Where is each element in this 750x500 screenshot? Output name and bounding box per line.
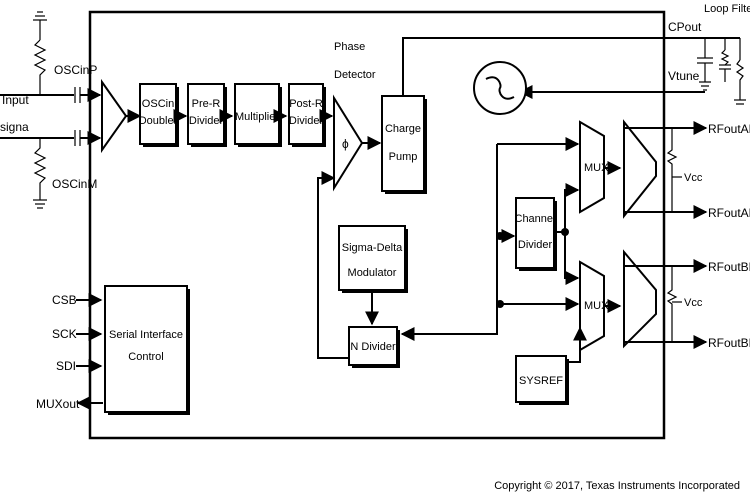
charge-pump-block — [381, 95, 425, 192]
channel-divider-label-1: Channel — [515, 213, 556, 225]
csb-pin-label: CSB — [52, 293, 77, 307]
mux-b-label: MUX — [584, 300, 609, 312]
sysref-block — [515, 355, 567, 403]
vcc-b-label: Vcc — [684, 297, 703, 309]
phase-detector-label-2: Detector — [334, 69, 376, 81]
post-r-divider-block — [288, 83, 324, 145]
post-r-divider-label-2: Divider — [289, 115, 324, 127]
serial-interface-control-block — [104, 285, 188, 413]
osc-input-buffer — [101, 78, 128, 154]
sck-pin-label: SCK — [52, 327, 77, 341]
sigma-delta-label-2: Modulator — [348, 267, 397, 279]
phase-detector — [333, 94, 364, 192]
multiplier-block — [234, 83, 280, 145]
vtune-label: Vtune — [668, 69, 700, 83]
oscin-doubler-block — [139, 83, 177, 145]
muxout-pin-label: MUXout — [36, 397, 80, 411]
mux-a — [579, 120, 605, 214]
cpout-label: CPout — [668, 20, 702, 34]
osc-input-network — [0, 11, 102, 209]
osc-in-m-label: OSCinM — [52, 177, 97, 191]
charge-pump-label-2: Pump — [389, 151, 418, 163]
input-signal-label-2: signa — [0, 120, 29, 134]
pre-r-divider-block — [187, 83, 225, 145]
rfoutbp-label: RFoutBP — [708, 336, 750, 350]
channel-divider-label-2: Divider — [518, 239, 553, 251]
vcc-a-label: Vcc — [684, 172, 703, 184]
sigma-delta-label-1: Sigma-Delta — [342, 242, 403, 254]
loop-filter-network — [697, 38, 746, 105]
sdi-pin-label: SDI — [56, 359, 76, 373]
output-buffer-a — [623, 119, 657, 219]
pre-r-divider-label-1: Pre-R — [192, 98, 221, 110]
charge-pump-label-1: Charge — [385, 123, 421, 135]
pre-r-divider-label-2: Divider — [189, 115, 224, 127]
n-divider-block — [348, 326, 398, 366]
phase-detector-label-1: Phase — [334, 41, 365, 53]
oscin-doubler-label-1: OSCin — [142, 98, 174, 110]
chip-boundary — [88, 10, 666, 440]
serial-interface-label-2: Control — [128, 351, 163, 363]
rfoutap-label: RFoutAP — [708, 122, 750, 136]
channel-divider-block — [515, 197, 555, 269]
phase-detector-symbol: ϕ — [342, 137, 349, 151]
mux-a-label: MUX — [584, 162, 609, 174]
n-divider-label: N Divider — [350, 341, 396, 353]
oscin-doubler-label-2: Doubler — [139, 115, 178, 127]
sysref-label: SYSREF — [519, 375, 563, 387]
rfoutbm-label: RFoutBM — [708, 260, 750, 274]
serial-interface-label-1: Serial Interface — [109, 329, 183, 341]
loop-filter-label: Loop Filter — [704, 3, 750, 15]
input-signal-label-1: Input — [2, 93, 29, 107]
post-r-divider-label-1: Post-R — [289, 98, 323, 110]
multiplier-label: Multiplier — [235, 111, 279, 123]
copyright-text: Copyright © 2017, Texas Instruments Inco… — [494, 480, 740, 492]
osc-in-p-label: OSCinP — [54, 63, 97, 77]
output-buffer-b — [623, 249, 657, 349]
sigma-delta-modulator-block — [338, 225, 406, 291]
